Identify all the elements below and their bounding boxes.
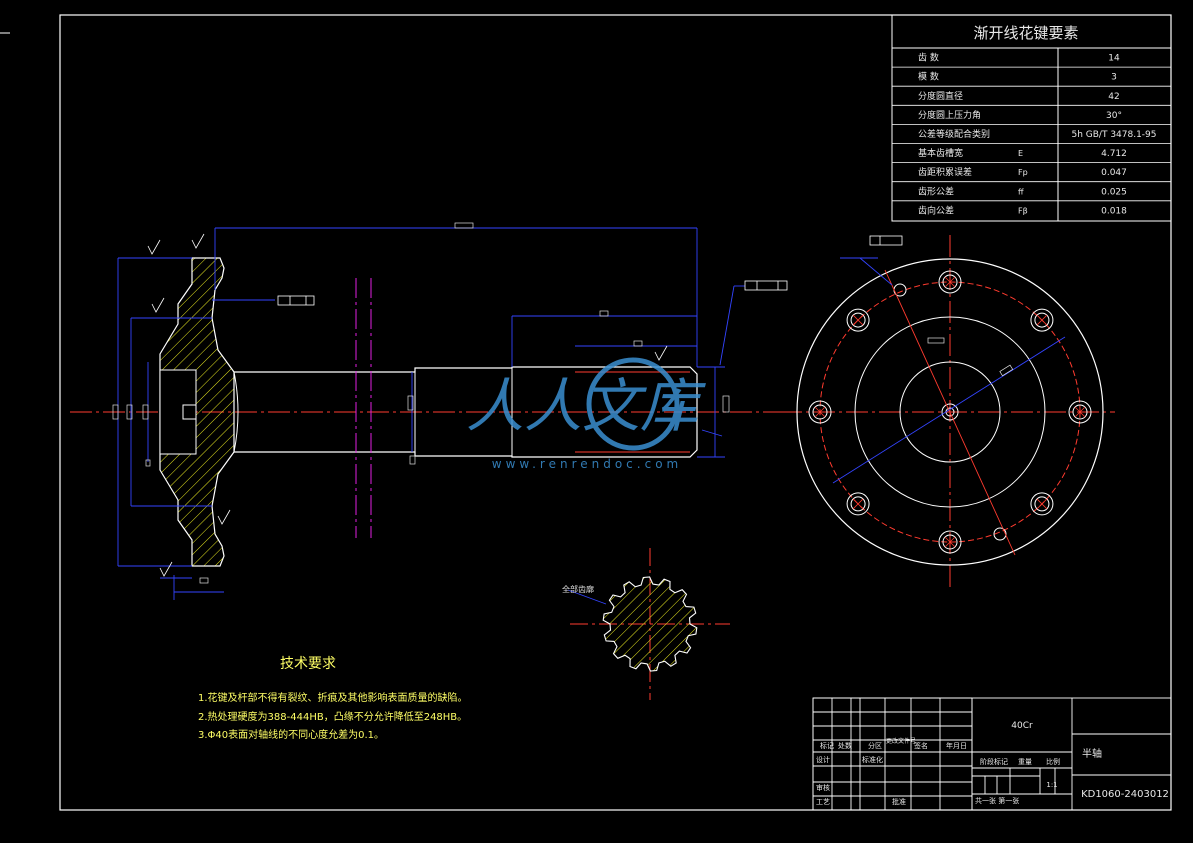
roughness-symbols [147,233,668,577]
spline-row-label: 齿向公差 [918,204,954,216]
spline-section-view: 全部齿廓 [562,548,730,700]
drawing-number-text: KD1060-2403012 [1081,789,1169,800]
spline-gear-profile [602,576,698,672]
svg-text:年月日: 年月日 [946,741,967,750]
bolt-hole [846,308,870,332]
spline-row-value: 14 [1108,54,1120,64]
svg-text:比例: 比例 [1046,757,1060,766]
svg-text:签名: 签名 [914,741,928,750]
diameter-dimension-line [832,336,1066,484]
spline-row-label: 齿 数 [918,52,939,64]
spline-row-label: 分度圆上压力角 [918,109,981,121]
spline-row-value: 4.712 [1101,149,1127,159]
watermark-logo-ring [586,357,680,451]
svg-text:阶段标记: 阶段标记 [980,757,1008,766]
spline-row-value: 3 [1111,73,1117,83]
center-bore-circle [941,403,959,421]
shaft-circle [899,361,1001,463]
material-text: 40Cr [1011,721,1033,731]
tech-req-item-2: 2.热处理硬度为388-444HB，凸缘不分允许降低至248HB。 [198,710,467,723]
svg-text:设计: 设计 [816,755,830,764]
spline-row-value: 42 [1108,92,1119,102]
spline-row-value: 5h GB/T 3478.1-95 [1071,130,1156,140]
dimension-text-marks [112,222,730,584]
tech-req-title: 技术要求 [280,656,336,672]
spline-row-value: 0.018 [1101,206,1127,216]
pin-hole [993,527,1007,541]
tech-req-item-3: 3.Φ40表面对轴线的不同心度允差为0.1。 [198,728,384,741]
section-line [884,269,1016,556]
spline-row-label: 基本齿槽宽 [918,147,963,159]
spline-row-label: 公差等级配合类别 [918,128,990,140]
spline-row-label: 齿形公差 [918,185,954,197]
shaft-outline [234,366,698,458]
svg-text:处数: 处数 [838,741,852,750]
spline-row-value: 0.047 [1101,168,1127,178]
spline-row-value: 0.025 [1101,187,1127,197]
title-block-text: 40Cr 半轴 KD1060-2403012 1:1 共一张 第一张 标记 处数… [816,721,1169,806]
feature-control-frame [869,235,903,246]
feature-control-frame [277,280,788,306]
bolt-hole [938,530,962,554]
drawing-frame [59,14,1172,811]
center-hole [182,404,197,420]
watermark-logo-text: 人人文库 [466,372,706,440]
shaft-dimensions [117,227,745,600]
spline-row-label: 模 数 [918,71,939,83]
bolt-hole [938,270,962,294]
svg-text:标记: 标记 [820,741,834,750]
flange-outer-circle [796,258,1104,566]
spline-row-label: 分度圆直径 [918,90,963,102]
svg-text:批准: 批准 [892,797,906,806]
svg-text:工艺: 工艺 [816,798,830,806]
sheet-info-text: 共一张 第一张 [975,796,1019,805]
technical-requirements: 技术要求 1.花键及杆部不得有裂纹、折痕及其他影响表面质量的缺陷。 2.热处理硬… [198,656,468,741]
spline-table-title: 渐开线花键要素 [973,24,1078,42]
tech-req-item-1: 1.花键及杆部不得有裂纹、折痕及其他影响表面质量的缺陷。 [198,691,468,704]
bolt-hole [808,400,832,424]
svg-text:标准化: 标准化 [862,755,883,764]
spline-row-value: 30° [1106,111,1122,121]
bolt-hole [1030,308,1054,332]
spline-row-symbol: Fp [1018,168,1028,177]
part-name-text: 半轴 [1082,747,1102,760]
svg-text:审核: 审核 [816,783,830,792]
hub-circle [854,316,1046,508]
spline-row-symbol: E [1018,149,1023,158]
spline-callout: 全部齿廓 [562,584,594,594]
spline-row-symbol: Fβ [1018,206,1028,215]
watermark: 人人文库 www.renrendoc.com [466,357,706,471]
title-block [812,697,1172,811]
bolt-hole [1030,492,1054,516]
spline-row-label: 齿距积累误差 [918,166,972,178]
svg-text:分区: 分区 [868,741,882,750]
spline-parameter-table: 渐开线花键要素 齿 数 14 模 数 3 分度圆直径 42 分度圆上压力角 30° 公差等级配合… [891,14,1172,222]
watermark-url: www.renrendoc.com [492,457,682,471]
scale-text: 1:1 [1046,781,1057,789]
flange-end-view [780,235,1115,590]
bolt-hole [846,492,870,516]
spline-row-symbol: ff [1018,187,1024,196]
shaft-front-view [70,222,790,600]
bolt-hole [1068,400,1092,424]
svg-text:重量: 重量 [1018,758,1032,766]
svg-text:更改文件号: 更改文件号 [886,737,916,745]
